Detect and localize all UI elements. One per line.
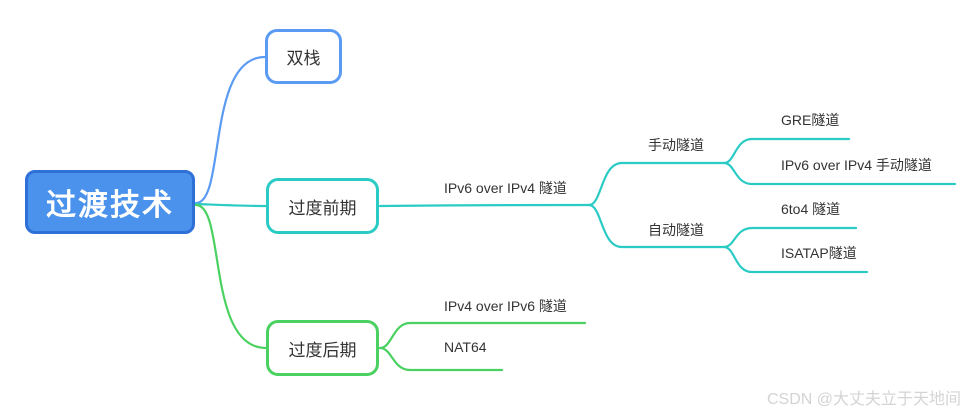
node-nat64[interactable]: NAT64	[444, 339, 487, 355]
edge-root-late-transition	[194, 203, 268, 350]
node-ipv4-over-ipv6-tunnel[interactable]: IPv4 over IPv6 隧道	[444, 298, 567, 314]
edge-manual-gre-tunnel	[722, 137, 851, 165]
node-isatap-tunnel[interactable]: ISATAP隧道	[781, 245, 857, 261]
edge-auto-6to4-tunnel	[722, 226, 858, 249]
node-dual-stack[interactable]: 双栈	[265, 29, 342, 84]
node-manual-tunnel[interactable]: 手动隧道	[648, 137, 704, 153]
edge-fork-auto-tunnel	[587, 203, 726, 249]
edge-late-nat64	[378, 346, 504, 372]
edge-manual-ipv6-manual-tunnel	[722, 161, 957, 186]
csdn-watermark: CSDN @大丈夫立于天地间	[766, 391, 961, 408]
edge-fork-manual-tunnel	[587, 161, 726, 207]
edge-early-ipv6-over-ipv4-tunnel	[378, 203, 591, 208]
node-auto-tunnel[interactable]: 自动隧道	[648, 222, 704, 238]
node-6to4-tunnel[interactable]: 6to4 隧道	[781, 201, 841, 217]
node-ipv6-over-ipv4-tunnel[interactable]: IPv6 over IPv4 隧道	[444, 180, 567, 196]
edge-auto-isatap-tunnel	[722, 245, 869, 274]
edge-late-ipv4-over-ipv6-tunnel	[378, 321, 587, 350]
node-ipv6-over-ipv4-manual-tunnel[interactable]: IPv6 over IPv4 手动隧道	[781, 157, 932, 173]
node-early-transition[interactable]: 过度前期	[266, 178, 379, 234]
node-root-transition-technology[interactable]: 过渡技术	[25, 170, 195, 234]
edge-root-early-transition	[194, 202, 268, 208]
node-late-transition[interactable]: 过度后期	[266, 320, 379, 376]
edge-root-dual-stack	[194, 55, 267, 205]
node-gre-tunnel[interactable]: GRE隧道	[781, 112, 840, 128]
